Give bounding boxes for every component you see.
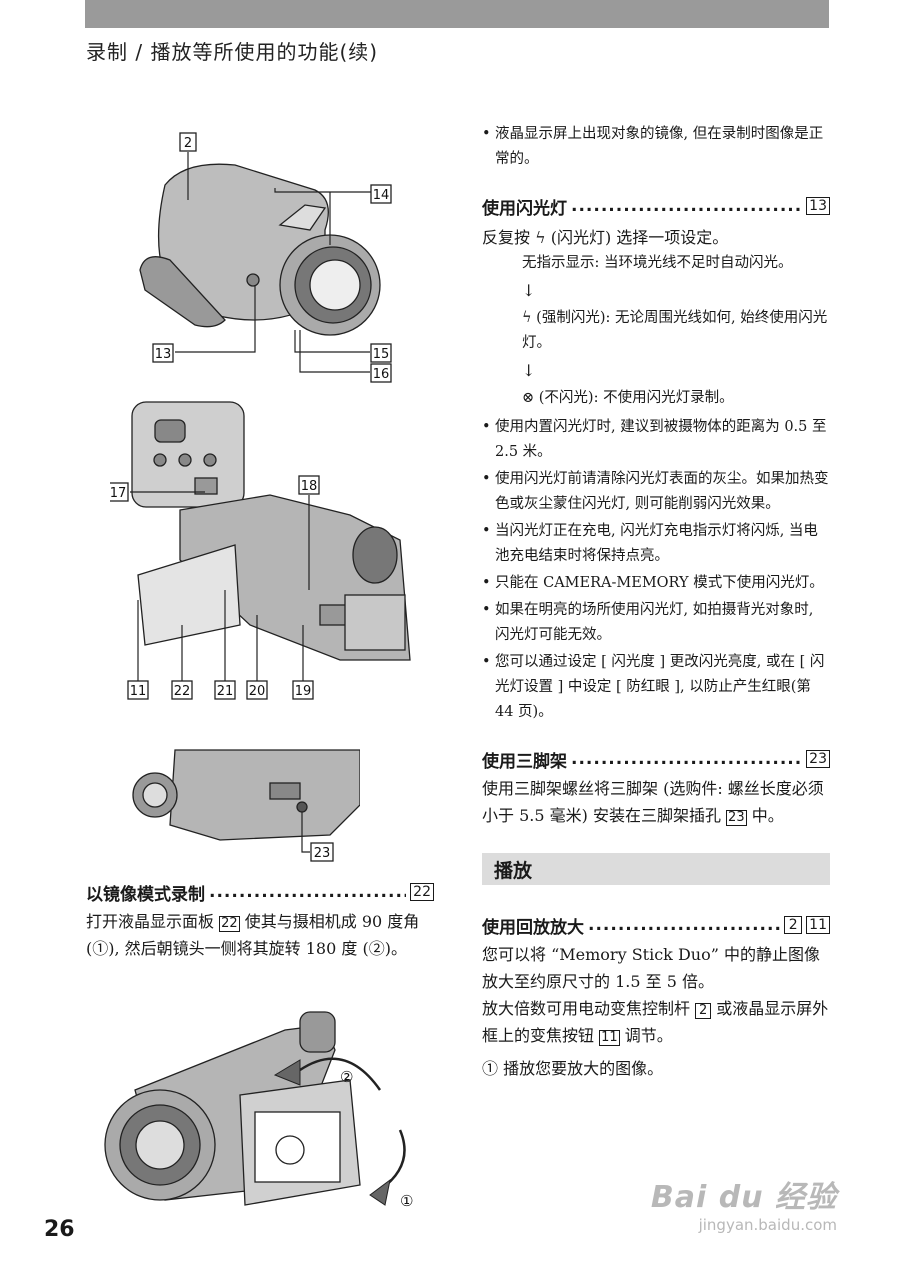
- leader-dots: [209, 882, 406, 902]
- leader-dots: [571, 196, 802, 216]
- tripod-text-a: 使用三脚架螺丝将三脚架 (选购件: 螺丝长度必须小于 5.5 毫米) 安装在三脚…: [482, 779, 824, 825]
- flash-lead: 反复按 ϟ (闪光灯) 选择一项设定。: [482, 228, 729, 247]
- flash-note: 您可以通过设定 [ 闪光度 ] 更改闪光亮度, 或在 [ 闪光灯设置 ] 中设定…: [482, 650, 830, 725]
- flash-ref-num: 13: [806, 197, 830, 215]
- intro-bullet: 液晶显示屏上出现对象的镜像, 但在录制时图像是正常的。: [482, 122, 830, 172]
- zoom-text-2-num2: 11: [599, 1030, 620, 1046]
- callout-13: 13: [155, 347, 172, 362]
- zoom-text-2a: 放大倍数可用电动变焦控制杆: [482, 999, 691, 1018]
- flash-note: 只能在 CAMERA-MEMORY 模式下使用闪光灯。: [482, 571, 830, 596]
- flash-heading: 使用闪光灯 13: [482, 192, 830, 220]
- camcorder-bottom-illustration: 23: [132, 749, 360, 862]
- callout-14: 14: [373, 188, 390, 203]
- callout-rotate-2: ②: [340, 1068, 353, 1086]
- tripod-text-num: 23: [726, 810, 747, 826]
- zoom-text-2c: 调节。: [624, 1026, 673, 1045]
- tripod-heading: 使用三脚架 23: [482, 745, 830, 773]
- watermark-logo: Bai du 经验: [650, 1180, 837, 1215]
- lcd-rotation-illustration: ② ①: [104, 1011, 413, 1210]
- callout-19: 19: [295, 684, 312, 699]
- callout-20: 20: [249, 684, 266, 699]
- callout-11: 11: [130, 684, 147, 699]
- camcorder-front-illustration: 2 14 13 15 16: [139, 132, 392, 383]
- callout-17: 17: [110, 486, 126, 501]
- callout-22: 22: [174, 684, 191, 699]
- flash-option-forced: ϟ (强制闪光): 无论周围光线如何, 始终使用闪光灯。: [522, 310, 828, 351]
- zoom-ref-num-2: 11: [806, 916, 830, 934]
- callout-23: 23: [314, 846, 331, 861]
- baidu-watermark: Bai du 经验 jingyan.baidu.com: [651, 1172, 837, 1234]
- zoom-step-1: ① 播放您要放大的图像。: [482, 1059, 664, 1078]
- zoom-text-2b: 或液晶显示屏外框上的变焦按钮: [482, 999, 829, 1045]
- flash-note: 使用闪光灯前请清除闪光灯表面的灰尘。如果加热变色或灰尘蒙住闪光灯, 则可能削弱闪…: [482, 467, 830, 517]
- playback-section-bar: 播放: [482, 853, 830, 885]
- down-arrow-icon: ↓: [522, 361, 536, 380]
- tripod-text-b: 中。: [751, 806, 784, 825]
- zoom-title: 使用回放放大: [482, 917, 584, 938]
- zoom-text-2-num1: 2: [695, 1003, 712, 1019]
- header-bar: [85, 0, 829, 28]
- callout-16: 16: [373, 367, 390, 382]
- mirror-text-num: 22: [219, 916, 240, 932]
- mirror-mode-ref-num: 22: [410, 883, 434, 901]
- callout-18: 18: [301, 479, 318, 494]
- flash-option-auto: 无指示显示: 当环境光线不足时自动闪光。: [522, 255, 793, 271]
- mirror-text-b: 使其与摄相机成 90 度角 (①), 然后朝镜头一侧将其旋转 180 度 (②)…: [86, 912, 420, 958]
- flash-title: 使用闪光灯: [482, 198, 567, 219]
- flash-option-off: ⊗ (不闪光): 不使用闪光灯录制。: [522, 390, 734, 406]
- mirror-mode-title: 以镜像模式录制: [86, 884, 205, 905]
- zoom-heading: 使用回放放大 2 11: [482, 911, 830, 939]
- mirror-mode-heading: 以镜像模式录制 22: [86, 878, 434, 906]
- camcorder-lcd-side-illustration: 17 18 11 22 21 20 19: [110, 401, 411, 700]
- flash-note: 使用内置闪光灯时, 建议到被摄物体的距离为 0.5 至 2.5 米。: [482, 415, 830, 465]
- right-column: 液晶显示屏上出现对象的镜像, 但在录制时图像是正常的。 使用闪光灯 13 反复按…: [482, 122, 830, 1082]
- tripod-text: 使用三脚架螺丝将三脚架 (选购件: 螺丝长度必须小于 5.5 毫米) 安装在三脚…: [482, 775, 830, 829]
- zoom-text-1: 您可以将 “Memory Stick Duo” 中的静止图像放大至约原尺寸的 1…: [482, 945, 820, 991]
- callout-21: 21: [217, 684, 234, 699]
- leader-dots: [588, 915, 780, 935]
- tripod-title: 使用三脚架: [482, 751, 567, 772]
- callout-15: 15: [373, 347, 390, 362]
- callout-rotate-1: ①: [400, 1192, 413, 1210]
- zoom-ref-num-1: 2: [784, 916, 803, 934]
- mirror-mode-section: 以镜像模式录制 22 打开液晶显示面板 22 使其与摄相机成 90 度角 (①)…: [86, 878, 434, 962]
- down-arrow-icon: ↓: [522, 281, 536, 300]
- watermark-url: jingyan.baidu.com: [698, 1216, 837, 1234]
- flash-note: 如果在明亮的场所使用闪光灯, 如拍摄背光对象时, 闪光灯可能无效。: [482, 598, 830, 648]
- flash-note: 当闪光灯正在充电, 闪光灯充电指示灯将闪烁, 当电池充电结束时将保持点亮。: [482, 519, 830, 569]
- leader-dots: [571, 749, 802, 769]
- callout-2: 2: [184, 136, 192, 151]
- page-number: 26: [44, 1217, 75, 1242]
- tripod-ref-num: 23: [806, 750, 830, 768]
- mirror-text-a: 打开液晶显示面板: [86, 912, 215, 931]
- zoom-text-2: 放大倍数可用电动变焦控制杆 2 或液晶显示屏外框上的变焦按钮 11 调节。: [482, 995, 830, 1049]
- mirror-mode-text: 打开液晶显示面板 22 使其与摄相机成 90 度角 (①), 然后朝镜头一侧将其…: [86, 908, 434, 962]
- section-title: 录制 / 播放等所使用的功能(续): [86, 40, 379, 64]
